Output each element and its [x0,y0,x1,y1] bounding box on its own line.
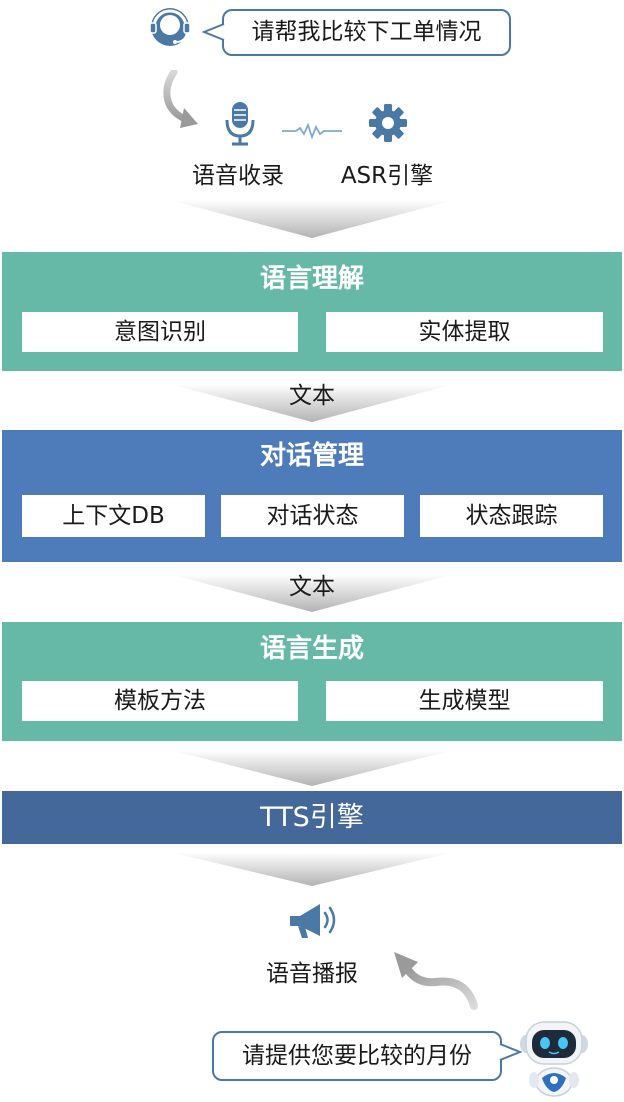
funnel-arrow-4 [170,750,454,786]
funnel-arrow-5 [170,852,454,886]
funnel-arrow-1 [170,200,454,238]
intent-recognition-box: 意图识别 [22,312,298,352]
curved-arrow-up-icon [388,948,484,1010]
megaphone-icon [286,898,342,944]
voice-capture-label: 语音收录 [192,163,284,189]
bot-speech-text: 请提供您要比较的月份 [242,1042,472,1069]
entity-extraction-box: 实体提取 [326,312,603,352]
curved-arrow-icon [160,68,212,134]
nlu-title: 语言理解 [259,264,364,294]
dialog-management-panel: 对话管理 上下文DB 对话状态 状态跟踪 [2,430,622,562]
bot-speech-bubble: 请提供您要比较的月份 [212,1031,502,1081]
text-label-2: 文本 [289,574,335,600]
voice-playback-label: 语音播报 [266,961,358,987]
tts-panel: TTS引擎 [2,791,622,844]
user-bubble-tail [201,22,226,42]
asr-engine-label: ASR引擎 [340,163,434,189]
user-speech-text: 请帮我比较下工单情况 [251,19,482,45]
robot-icon [518,1016,590,1098]
nlg-panel: 语言生成 模板方法 生成模型 [2,622,622,741]
user-headset-icon [140,6,200,48]
dialog-state-box: 对话状态 [221,495,404,537]
nlu-panel: 语言理解 意图识别 实体提取 [2,252,622,371]
nlg-title: 语言生成 [259,634,364,664]
template-method-box: 模板方法 [22,681,298,721]
tts-title: TTS引擎 [260,802,364,833]
user-speech-bubble: 请帮我比较下工单情况 [222,9,511,56]
waveform-icon [282,122,342,140]
microphone-icon [222,100,258,146]
bot-bubble-tail [498,1042,523,1062]
generative-model-box: 生成模型 [326,681,603,721]
text-label-1: 文本 [289,383,335,409]
gear-icon [367,102,409,144]
state-tracking-box: 状态跟踪 [420,495,603,537]
dialog-management-title: 对话管理 [259,441,364,471]
context-db-box: 上下文DB [22,495,205,537]
